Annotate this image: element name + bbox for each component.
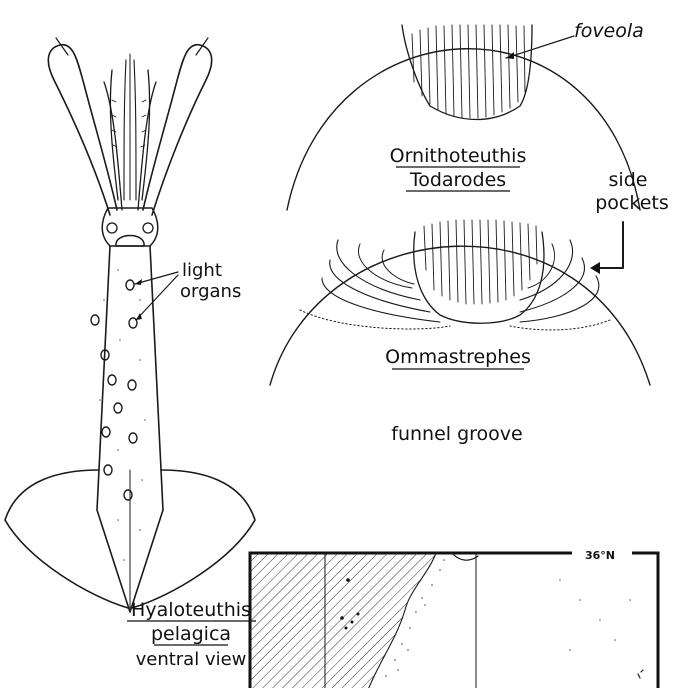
genus-todarodes: Todarodes bbox=[409, 169, 506, 191]
view-label: ventral view bbox=[136, 649, 247, 670]
side-pocket-left bbox=[300, 240, 450, 329]
genus-ornithoteuthis: Ornithoteuthis bbox=[390, 145, 527, 167]
map-mark bbox=[638, 670, 643, 678]
east-stipple bbox=[559, 579, 631, 651]
funnel-ridges bbox=[424, 220, 537, 304]
organs-label: organs bbox=[180, 281, 241, 302]
caption-funnel-groove: funnel groove bbox=[391, 423, 522, 445]
latitude-label: 36°N bbox=[585, 549, 615, 562]
squid-illustration bbox=[5, 38, 255, 612]
genus-ommastrephes: Ommastrephes bbox=[385, 346, 531, 368]
hatched-area bbox=[250, 553, 436, 688]
pockets-label: pockets bbox=[595, 192, 669, 214]
map-inset bbox=[250, 548, 658, 688]
species-epithet: pelagica bbox=[151, 623, 231, 645]
foveola-label: foveola bbox=[574, 20, 644, 42]
side-pocket-right bbox=[510, 240, 610, 330]
species-genus: Hyaloteuthis bbox=[131, 599, 251, 621]
light-organs bbox=[91, 280, 137, 500]
light-label: light bbox=[182, 260, 222, 281]
side-label: side bbox=[609, 169, 648, 191]
